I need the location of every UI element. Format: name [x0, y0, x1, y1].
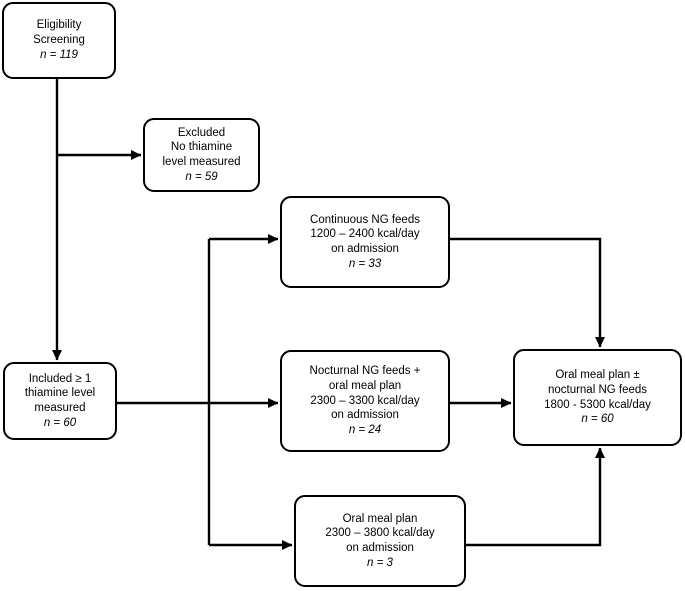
- box-included: Included ≥ 1 thiamine level measured n =…: [3, 362, 117, 440]
- arrow-continuous-to-outcome: [450, 237, 605, 348]
- box-line: oral meal plan: [328, 379, 402, 392]
- box-n-count: n = 24: [348, 424, 382, 437]
- box-line: Screening: [33, 34, 85, 47]
- box-line: Continuous NG feeds: [310, 213, 420, 226]
- box-line: measured: [34, 402, 86, 414]
- box-continuous-ng-feeds: Continuous NG feeds 1200 – 2400 kcal/day…: [280, 196, 450, 288]
- box-nocturnal-ng-feeds: Nocturnal NG feeds + oral meal plan 2300…: [280, 350, 450, 452]
- box-line: Oral meal plan: [342, 512, 418, 525]
- box-oral-meal-plan: Oral meal plan 2300 – 3800 kcal/day on a…: [294, 495, 466, 587]
- box-line: Eligibility: [36, 19, 82, 32]
- box-n-count: n = 119: [40, 48, 78, 61]
- box-excluded: Excluded No thiamine level measured n = …: [143, 118, 260, 192]
- box-n-count: n = 60: [43, 416, 77, 429]
- box-line: on admission: [331, 409, 399, 422]
- box-eligibility-screening: Eligibility Screening n = 119: [2, 2, 116, 79]
- box-line: Included ≥ 1: [28, 372, 92, 385]
- box-n-count: n = 59: [185, 170, 218, 183]
- box-line: on admission: [346, 542, 414, 554]
- box-line: level measured: [162, 156, 241, 168]
- box-line: 2300 – 3800 kcal/day: [325, 527, 435, 540]
- box-n-count: n = 3: [367, 556, 393, 569]
- box-line: thiamine level: [24, 387, 96, 400]
- box-line: 2300 – 3300 kcal/day: [310, 394, 420, 407]
- box-line: No thiamine: [170, 141, 233, 154]
- box-line: on admission: [331, 243, 399, 255]
- box-line: 1200 – 2400 kcal/day: [310, 228, 420, 241]
- box-line: 1800 - 5300 kcal/day: [544, 398, 651, 411]
- arrow-oral-to-outcome: [466, 447, 605, 547]
- box-line: Oral meal plan ±: [555, 369, 640, 382]
- box-line: Excluded: [177, 126, 226, 139]
- box-line: nocturnal NG feeds: [547, 383, 648, 396]
- box-n-count: n = 60: [581, 413, 614, 426]
- box-line: Nocturnal NG feeds +: [309, 365, 421, 378]
- box-n-count: n = 33: [348, 257, 382, 270]
- box-outcome-oral-meal-plan: Oral meal plan ± nocturnal NG feeds 1800…: [513, 349, 682, 446]
